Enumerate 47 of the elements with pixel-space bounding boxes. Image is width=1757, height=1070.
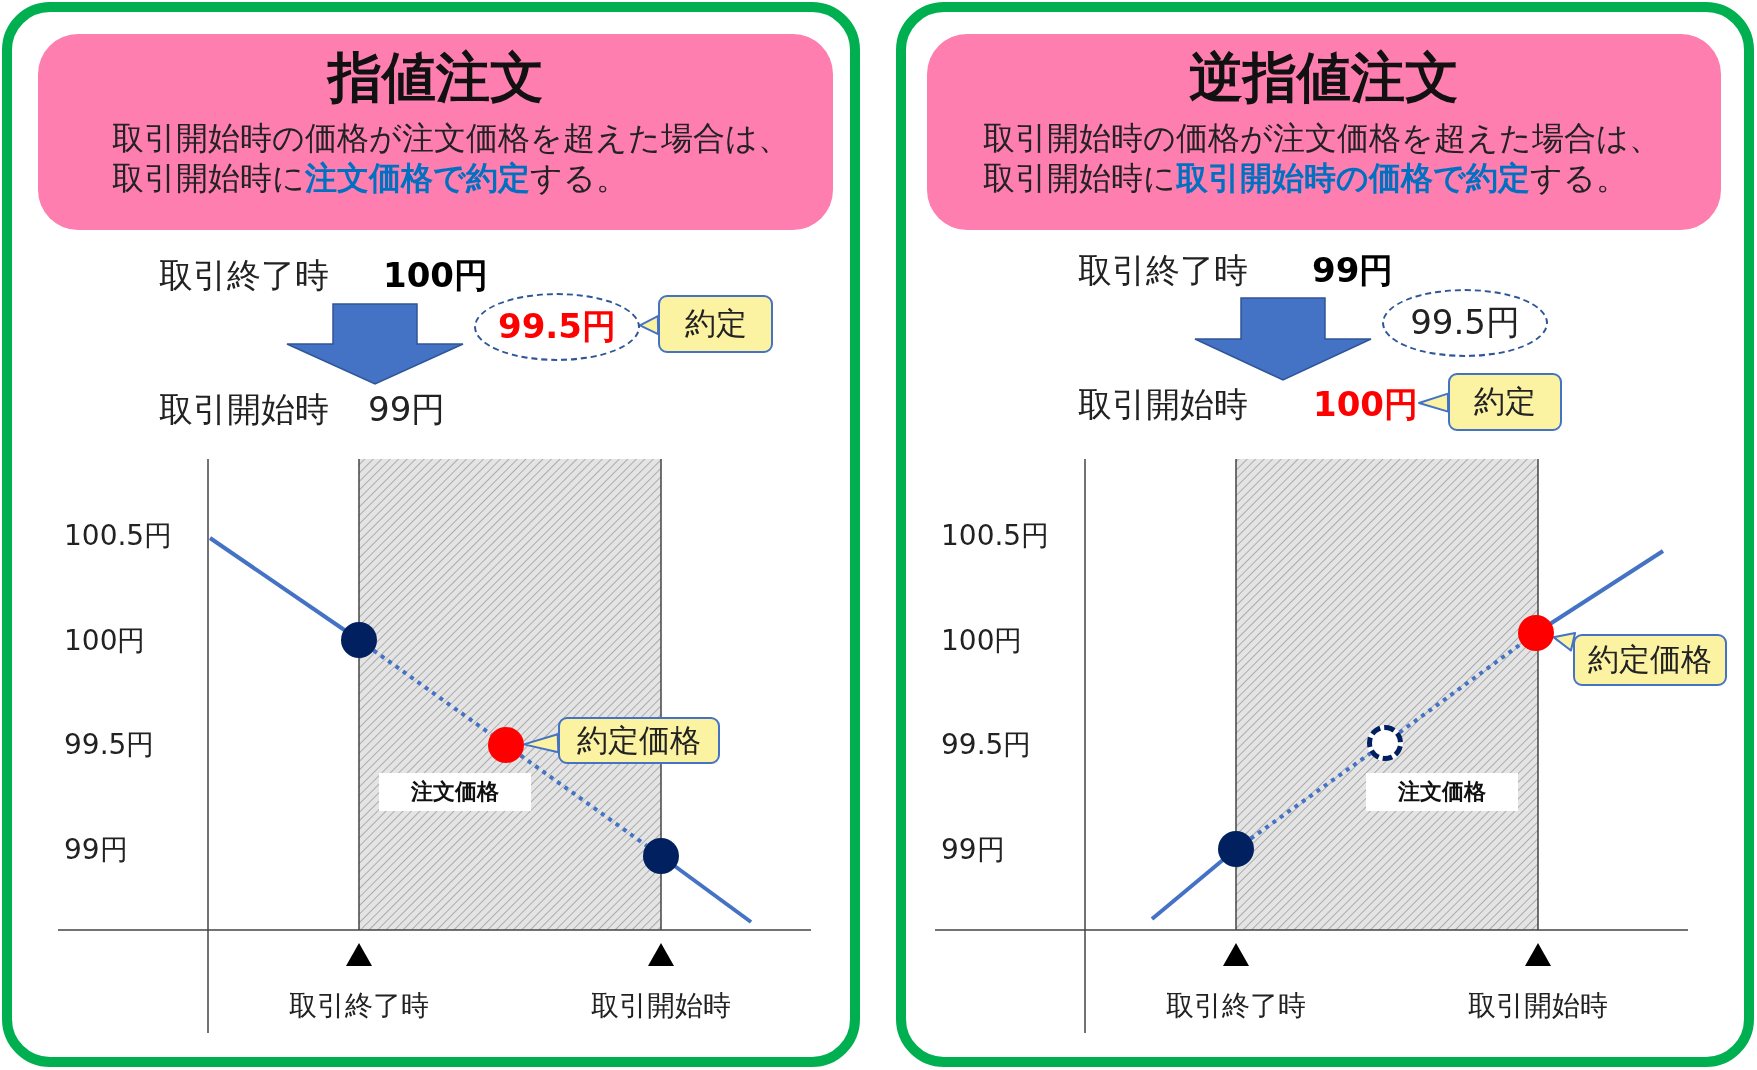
price-value: 100円 [1313, 383, 1418, 426]
order-price-label: 注文価格 [379, 773, 531, 811]
price-value: 99円 [1312, 249, 1394, 292]
price-dot [1218, 831, 1254, 867]
tick-label: 100.5円 [941, 519, 1050, 553]
callout-box: 約定価格 [558, 717, 720, 764]
time-label: 取引終了時 [159, 254, 329, 297]
time-label: 取引開始時 [159, 388, 329, 431]
callout-pointer [1418, 392, 1450, 413]
time-label: 取引開始時 [1078, 383, 1248, 426]
description: 取引開始時の価格が注文価格を超えた場合は、取引開始時に取引開始時の価格で約定する。 [983, 118, 1662, 198]
time-label: 取引終了時 [1078, 249, 1248, 292]
order-price-label: 注文価格 [1366, 773, 1518, 811]
callout-pointer [638, 315, 660, 336]
price-dot [1518, 615, 1554, 651]
dashed-ellipse: 99.5円 [474, 293, 640, 361]
dotted-line [519, 753, 648, 848]
down-arrow [286, 303, 464, 385]
price-value: 99円 [368, 388, 446, 431]
time-label: 取引終了時 [288, 989, 430, 1023]
tick-label: 99.5円 [941, 728, 1032, 762]
tick-label: 100円 [64, 624, 146, 658]
panel-frame [2, 2, 860, 1067]
panel-frame [896, 2, 1754, 1067]
tick-label: 100円 [941, 624, 1023, 658]
dotted-line [1249, 751, 1372, 841]
callout-box: 約定価格 [1573, 634, 1727, 686]
callout-box: 約定 [658, 295, 773, 353]
callout-pointer [523, 733, 560, 754]
time-label: 取引開始時 [1467, 989, 1609, 1023]
tick-label: 99円 [941, 833, 1005, 867]
time-label: 取引終了時 [1165, 989, 1307, 1023]
title: 逆指値注文 [1188, 46, 1460, 110]
down-arrow [1194, 297, 1372, 381]
tick-label: 99.5円 [64, 728, 155, 762]
description: 取引開始時の価格が注文価格を超えた場合は、取引開始時に注文価格で約定する。 [112, 118, 791, 198]
time-label: 取引開始時 [590, 989, 732, 1023]
header-banner [38, 34, 833, 230]
title: 指値注文 [325, 46, 545, 110]
dotted-line [1398, 642, 1523, 734]
callout-box: 約定 [1448, 373, 1562, 431]
tick-label: 100.5円 [64, 519, 173, 553]
price-dot [341, 622, 377, 658]
tick-label: 99円 [64, 833, 128, 867]
header-banner [927, 34, 1721, 230]
dashed-ellipse: 99.5円 [1382, 289, 1548, 357]
callout-pointer [1552, 632, 1577, 652]
